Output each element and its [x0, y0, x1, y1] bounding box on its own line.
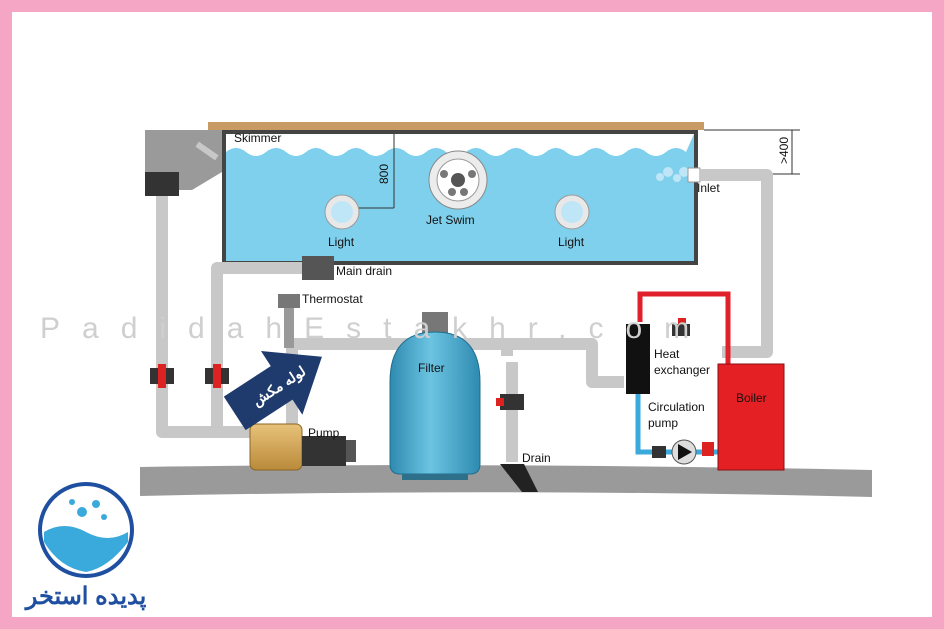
- heat-exchanger: [626, 324, 650, 394]
- boiler: [717, 363, 785, 471]
- ground: [140, 465, 872, 497]
- thermostat-label: Thermostat: [302, 292, 363, 306]
- light-left-label: Light: [328, 235, 355, 249]
- drain-outlet: [500, 464, 538, 492]
- skimmer-label: Skimmer: [234, 131, 281, 145]
- heat-exchanger-label-1: Heat: [654, 347, 680, 361]
- pump-label: Pump: [308, 426, 340, 440]
- pool-system-diagram: 800 >400: [24, 122, 872, 611]
- filter-label: Filter: [418, 361, 445, 375]
- logo-text: پدیده استخر: [24, 583, 147, 611]
- pool-light-right: [554, 194, 590, 230]
- main-drain-label: Main drain: [336, 264, 392, 278]
- brand-logo: پدیده استخر: [24, 482, 147, 611]
- height-400-label: >400: [777, 137, 791, 164]
- depth-800-label: 800: [377, 164, 391, 184]
- circulation-pump-label-1: Circulation: [648, 400, 705, 414]
- circulation-pump: [652, 439, 714, 465]
- inlet-splash: [656, 167, 701, 183]
- cold-water-loop: [635, 394, 728, 455]
- boiler-label: Boiler: [736, 391, 767, 405]
- heat-exchanger-label-2: exchanger: [654, 363, 710, 377]
- filter-tank: [389, 312, 481, 480]
- main-drain-fitting: [302, 256, 334, 280]
- hot-water-loop: [637, 291, 731, 364]
- circulation-pump-label-2: pump: [648, 416, 678, 430]
- skimmer: [145, 130, 222, 196]
- thermostat: [278, 294, 300, 348]
- light-right-label: Light: [558, 235, 585, 249]
- pool-light-left: [324, 194, 360, 230]
- drain-label: Drain: [522, 451, 551, 465]
- jet-swim-label: Jet Swim: [426, 213, 475, 227]
- watermark: PadidahEstakhr.com: [40, 312, 711, 345]
- pump: [249, 423, 356, 471]
- valves: [150, 364, 524, 410]
- inlet-label: Inlet: [697, 181, 720, 195]
- jet-swim: [428, 150, 488, 210]
- diagram-frame: 800 >400: [12, 12, 932, 617]
